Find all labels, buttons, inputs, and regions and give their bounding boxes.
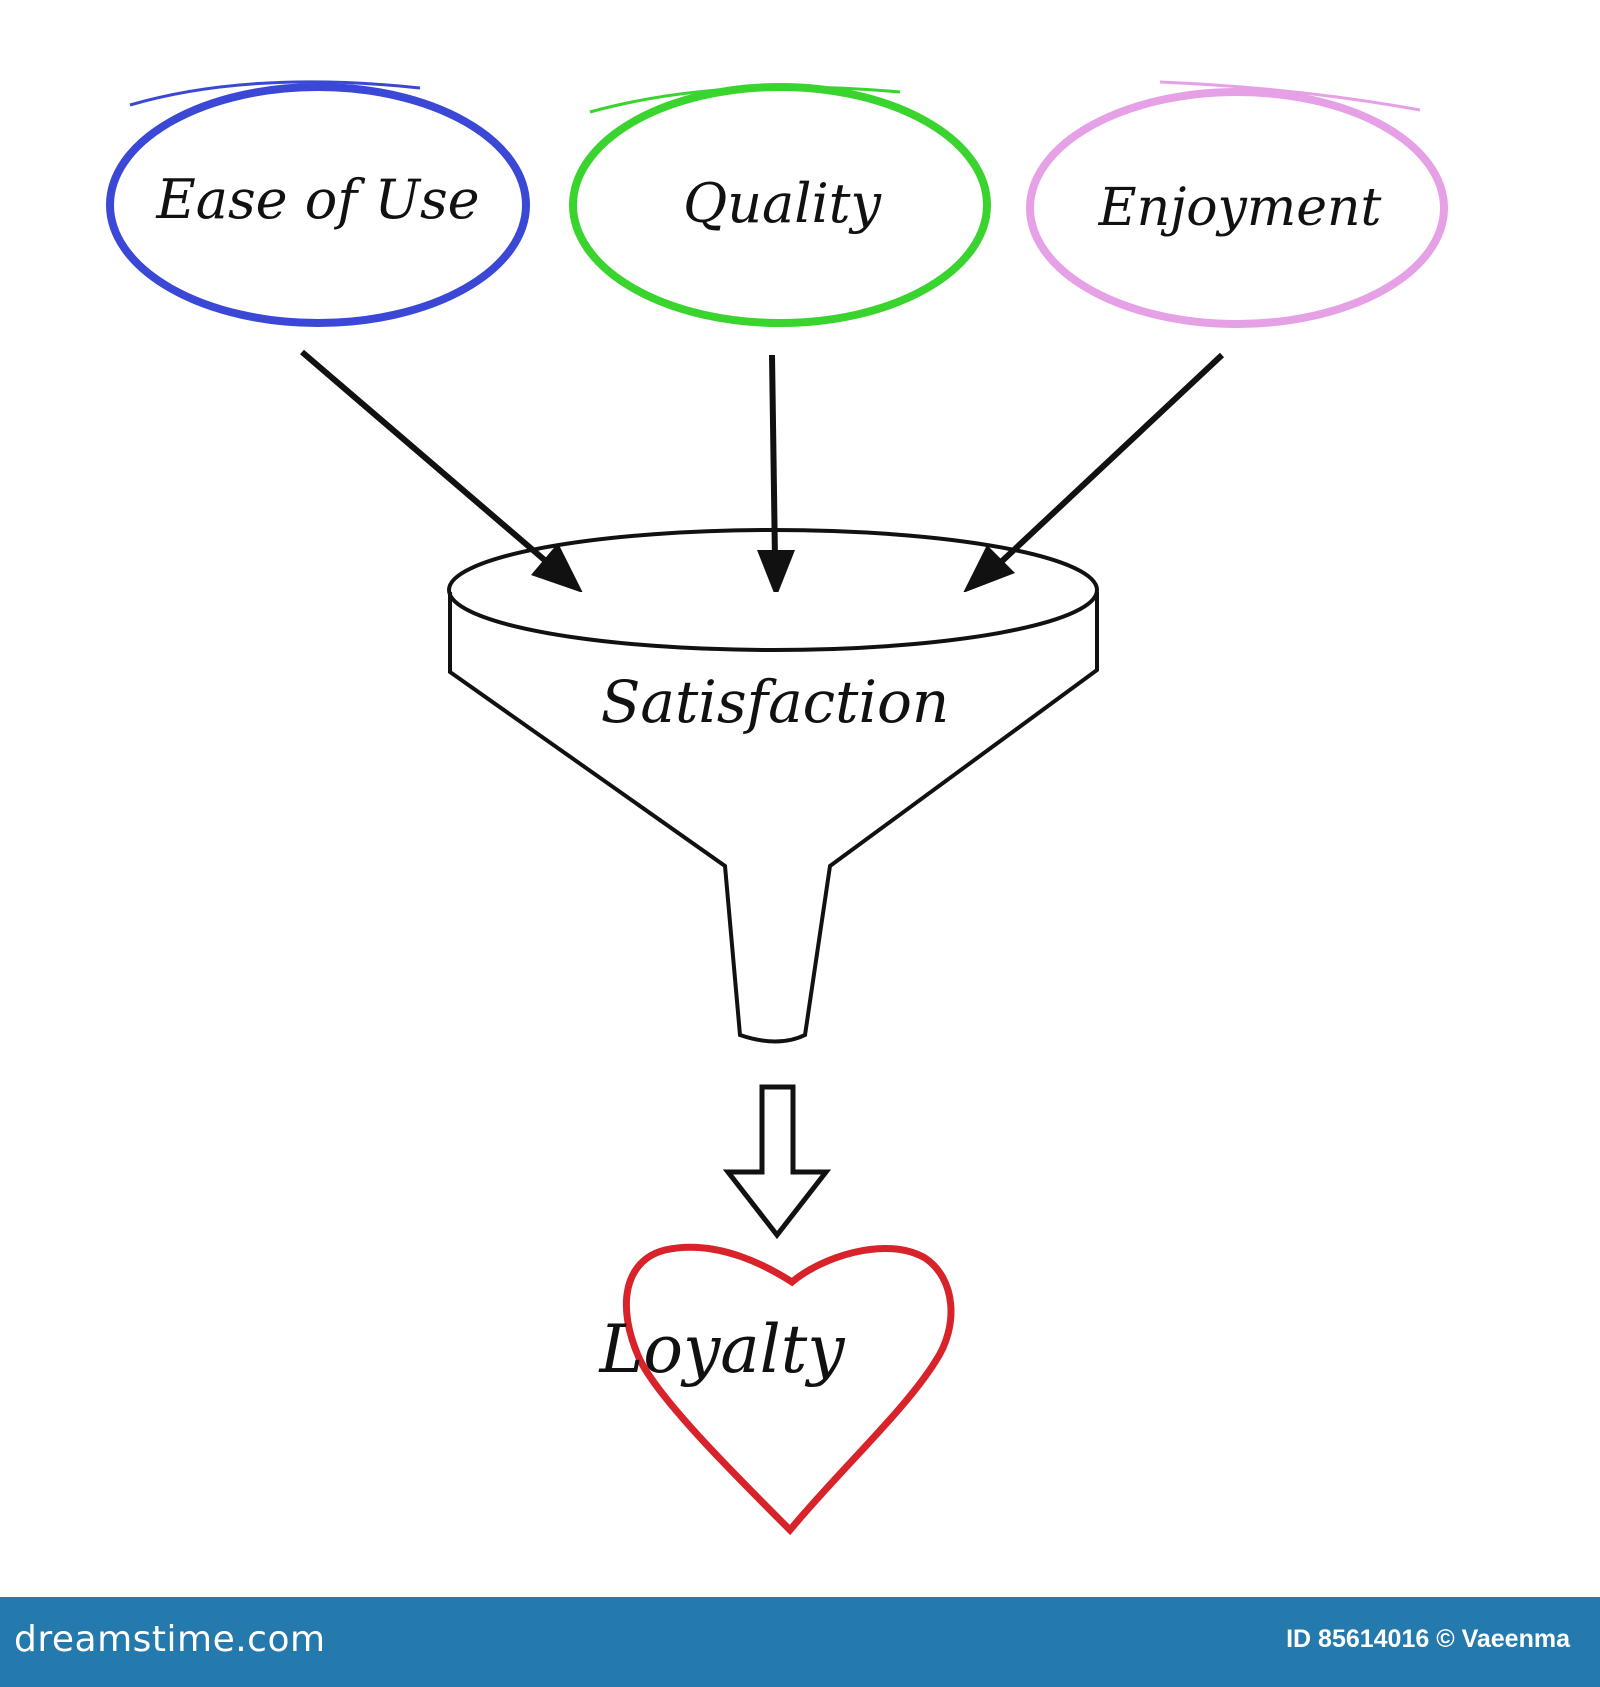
enjoyment-label: Enjoyment [1098,178,1382,238]
node-enjoyment: Enjoyment [1026,80,1448,328]
footer-image-id: ID 85614016 © Vaeenma [1286,1625,1570,1653]
funnel-rim [447,528,1099,652]
arrow-ease-of-use-to-funnel [300,349,550,566]
arrow-quality-to-funnel [769,354,778,561]
loyalty-heart: Loyalty [598,1243,955,1536]
node-quality: Quality [569,83,991,327]
quality-oval-flourish [589,85,901,114]
node-ease-of-use: Ease of Use [106,80,530,327]
input-arrows [300,349,1225,598]
ease-of-use-oval-flourish [129,80,421,107]
arrow-ease-of-use-head [531,543,583,593]
watermark-footer-bar: dreamstime.com ID 85614016 © Vaeenma [0,1597,1600,1687]
loyalty-label: Loyalty [598,1311,845,1388]
ease-of-use-oval [106,83,530,327]
enjoyment-oval-flourish [1159,80,1421,112]
satisfaction-label: Satisfaction [601,668,950,736]
ease-of-use-label: Ease of Use [155,168,479,231]
arrow-enjoyment-head [963,545,1015,593]
arrow-quality-head [757,550,795,598]
heart-outline [622,1243,955,1536]
arrow-enjoyment-to-funnel [997,352,1225,566]
down-arrow-to-loyalty [722,1084,832,1240]
funnel-body [448,592,1099,1044]
enjoyment-oval [1026,88,1448,328]
funnel: Satisfaction [447,528,1099,1044]
quality-label: Quality [683,172,882,235]
footer-brand-text[interactable]: dreamstime.com [14,1619,326,1660]
